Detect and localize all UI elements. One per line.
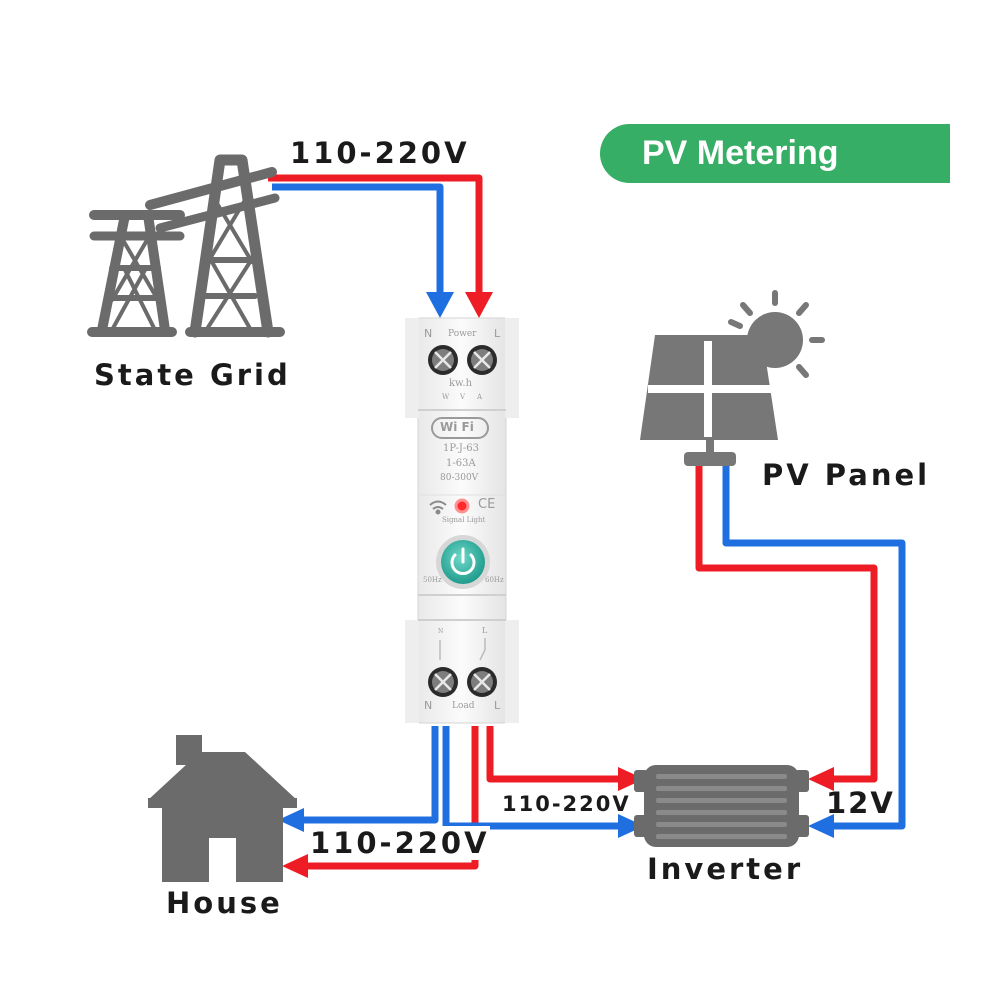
pv-neutral-wire <box>722 466 906 830</box>
grid-live-arrow <box>465 292 493 318</box>
transmission-tower-icon <box>87 154 285 338</box>
inverter-neutral-arrow <box>618 814 644 838</box>
pv-live-arrow <box>808 767 834 791</box>
grid-neutral-arrow <box>426 292 454 318</box>
pv-metering-badge: PV Metering <box>600 124 950 183</box>
device-unit-w: W <box>442 393 450 401</box>
device-bottom-l: L <box>494 699 501 712</box>
wifi-logo-pill <box>431 417 489 439</box>
inverter-label: Inverter <box>647 852 804 886</box>
device-bottom-n: N <box>424 699 433 712</box>
signal-light-led <box>454 498 470 514</box>
device-freq-right: 60Hz <box>485 576 504 584</box>
house-neutral-arrow <box>278 808 304 832</box>
wifi-signal-icon <box>429 500 447 515</box>
device-power-label: Power <box>448 329 477 339</box>
device-upper-l: L <box>482 626 488 635</box>
grid-neutral-wire <box>272 183 444 300</box>
state-grid-label: State Grid <box>94 358 291 392</box>
device-wifi-logo: Wi Fi <box>440 420 474 434</box>
inverter-live-wire <box>486 726 622 783</box>
pv-live-wire <box>695 466 878 783</box>
grid-wires <box>268 174 493 318</box>
energy-meter-device <box>405 317 519 724</box>
device-ce-mark: CE <box>478 497 496 512</box>
bottom-terminal-screws <box>428 638 497 697</box>
device-load-label: Load <box>452 701 475 711</box>
inverter-live-arrow <box>618 767 644 791</box>
device-model: 1P-J-63 <box>443 443 480 454</box>
house-icon <box>148 735 297 882</box>
inverter-icon <box>634 765 809 847</box>
top-terminal-screws <box>428 345 497 375</box>
panel-voltage-label: 12V <box>826 786 895 820</box>
solar-panel-icon <box>640 290 825 466</box>
device-unit-a: A <box>477 393 483 401</box>
device-freq-left: 50Hz <box>423 576 442 584</box>
house-wires <box>278 726 479 878</box>
device-top-l: L <box>494 327 501 340</box>
grid-live-wire <box>268 174 483 300</box>
pv-neutral-arrow <box>808 814 834 838</box>
device-top-n: N <box>424 327 433 340</box>
house-live-wire <box>305 726 479 870</box>
house-voltage-label: 110-220V <box>310 826 490 860</box>
pv-panel-label: PV Panel <box>762 458 931 492</box>
power-button-icon <box>436 535 490 589</box>
device-unit-main: kw.h <box>449 378 473 389</box>
device-signal-label: Signal Light <box>442 516 486 524</box>
device-current: 1-63A <box>446 458 476 469</box>
inverter-voltage-label: 110-220V <box>502 792 631 816</box>
house-label: House <box>166 886 283 920</box>
house-neutral-wire <box>300 726 439 824</box>
device-unit-v: V <box>460 393 466 401</box>
pv-dc-wires <box>695 466 906 838</box>
grid-voltage-label: 110-220V <box>290 136 470 170</box>
device-voltage-range: 80-300V <box>440 473 479 483</box>
house-live-arrow <box>282 854 308 878</box>
device-upper-n: N <box>438 628 444 635</box>
